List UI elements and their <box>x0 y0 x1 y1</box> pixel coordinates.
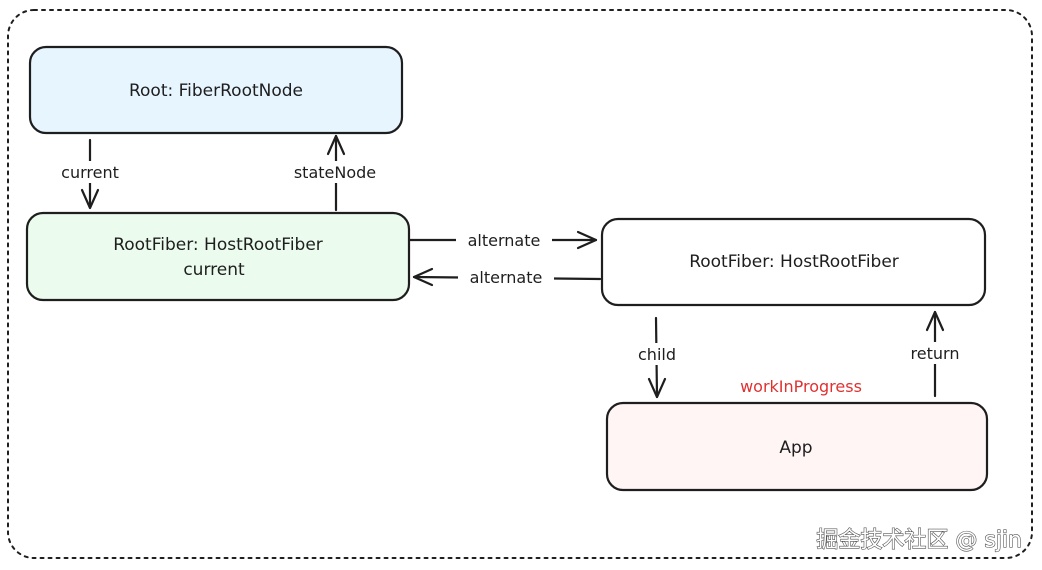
edge-current: current <box>52 138 128 210</box>
edge-state-node-label-bg <box>282 161 390 183</box>
edge-state-node: stateNode <box>282 134 390 212</box>
watermark-text: 掘金技术社区 @ sjin <box>816 528 1022 553</box>
node-current-fiber-sublabel: current <box>183 260 245 280</box>
edge-return-label-bg <box>900 342 970 364</box>
node-fiber-root[interactable]: Root: FiberRootNode <box>28 45 404 135</box>
edge-return: return <box>900 310 970 398</box>
edge-child-label-bg <box>630 343 684 365</box>
node-current-fiber-box <box>25 211 411 302</box>
node-wip-fiber-label: RootFiber: HostRootFiber <box>689 252 899 272</box>
edge-return-label: return <box>911 344 960 363</box>
edge-alternate-back-arrowhead <box>412 267 434 287</box>
edge-child-label: child <box>638 345 676 364</box>
edge-current-arrowhead <box>80 188 100 210</box>
work-in-progress-label: workInProgress <box>740 377 862 396</box>
edge-alternate-back-label: alternate <box>470 268 543 287</box>
edge-alternate-back: alternate <box>412 266 602 288</box>
node-current-fiber[interactable]: RootFiber: HostRootFiber current <box>25 211 411 302</box>
node-current-fiber-label: RootFiber: HostRootFiber <box>113 235 323 255</box>
edge-return-arrowhead <box>925 310 945 332</box>
edge-child-arrowhead <box>647 377 667 399</box>
edge-alternate-forward-label: alternate <box>468 231 541 250</box>
edge-alternate-forward: alternate <box>408 230 598 252</box>
edge-alternate-forward-label-bg <box>456 230 552 252</box>
node-wip-fiber[interactable]: RootFiber: HostRootFiber <box>600 217 987 307</box>
node-wip-fiber-box <box>600 217 987 307</box>
node-app-label: App <box>779 438 812 458</box>
node-app-box <box>605 401 989 492</box>
edge-state-node-arrowhead <box>326 134 346 156</box>
outer-frame <box>7 9 1033 559</box>
node-fiber-root-label: Root: FiberRootNode <box>129 81 303 101</box>
edge-current-label: current <box>61 163 119 182</box>
node-app[interactable]: App <box>605 401 989 492</box>
edge-alternate-back-label-bg <box>458 266 554 288</box>
edge-child: child <box>630 316 684 399</box>
edge-state-node-label: stateNode <box>294 163 376 182</box>
edge-alternate-forward-arrowhead <box>576 230 598 250</box>
edge-current-label-bg <box>52 161 128 183</box>
node-fiber-root-box <box>28 45 404 135</box>
